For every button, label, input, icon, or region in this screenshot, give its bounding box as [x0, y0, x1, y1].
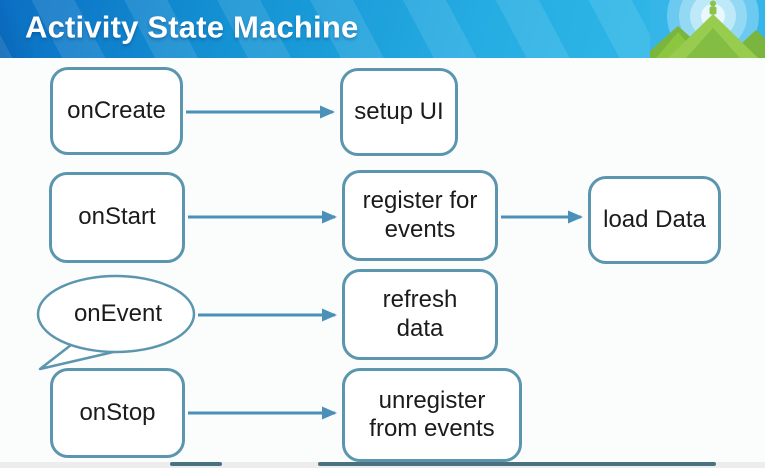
node-onstop: onStop: [50, 368, 185, 458]
bottom-bar-segment: [170, 462, 222, 466]
header-bar: Activity State Machine: [0, 0, 765, 58]
node-unregister-from-events: unregister from events: [342, 368, 522, 462]
node-onstart: onStart: [49, 172, 185, 263]
node-setup-ui: setup UI: [340, 68, 458, 156]
page-title: Activity State Machine: [25, 9, 359, 45]
node-onevent: onEvent: [73, 299, 163, 327]
mountains-android-logo: [650, 0, 765, 58]
node-register-for-events: register for events: [342, 170, 498, 261]
node-load-data: load Data: [588, 176, 721, 264]
bottom-strip: [0, 462, 765, 468]
node-oncreate: onCreate: [50, 67, 183, 155]
android-icon: [709, 0, 717, 15]
bottom-bar-segment: [318, 462, 716, 466]
node-refresh-data: refresh data: [342, 269, 498, 360]
